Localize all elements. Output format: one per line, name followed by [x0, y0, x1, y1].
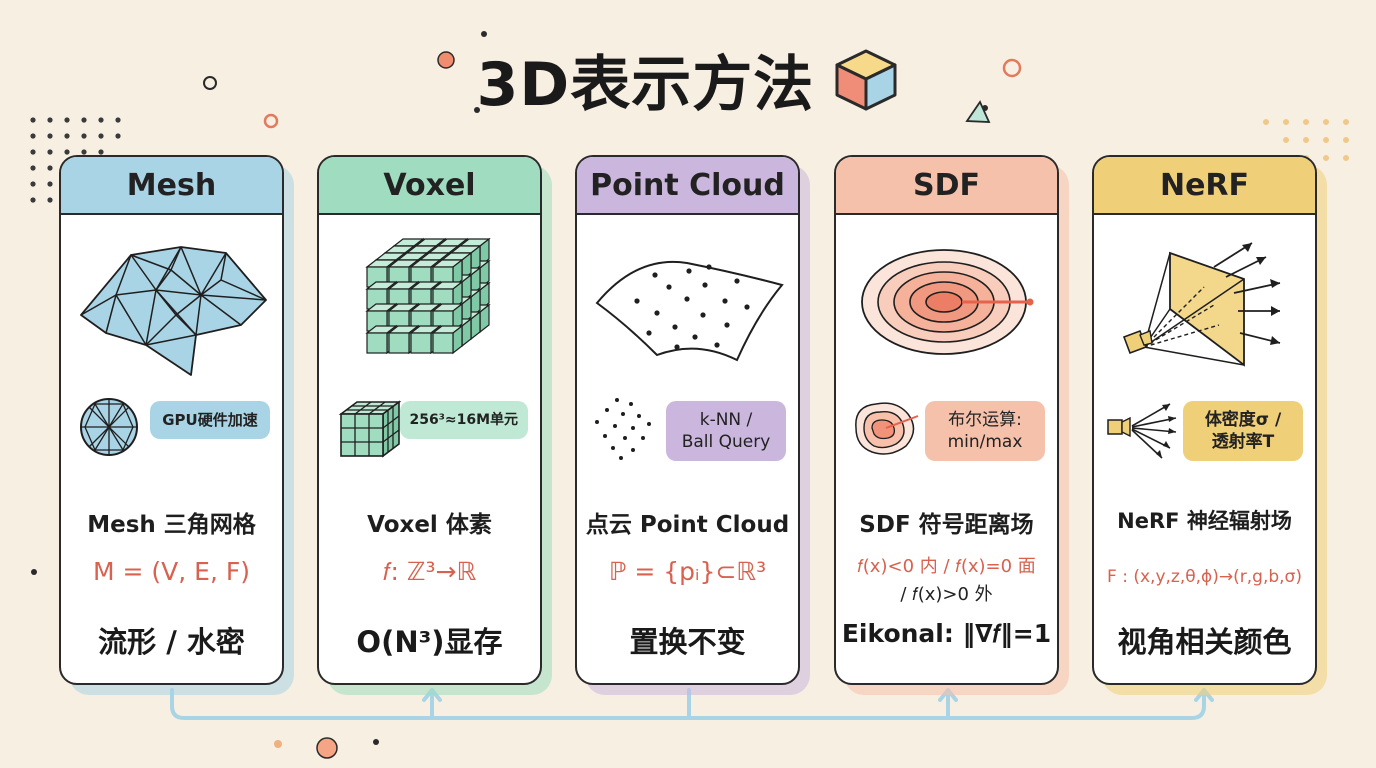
card-name: Mesh 三角网格 — [87, 512, 256, 538]
sdf-contour-icon — [861, 249, 1034, 355]
sdf-blob-icon — [855, 402, 919, 455]
formula-line: / 𝑓(x)>0 外 — [900, 584, 993, 605]
card-property: Eikonal: ‖∇𝑓‖=1 — [841, 619, 1052, 648]
deco-ring — [203, 76, 217, 90]
formula-line: 𝑓(x)<0 内 / 𝑓(x)=0 面 — [857, 556, 1036, 577]
voxel-grid-icon — [365, 237, 491, 355]
voxel-cube-icon — [338, 400, 402, 458]
page-title-row: 3D表示方法 — [0, 36, 1376, 123]
tag-label: 体密度σ / 透射率T — [1183, 401, 1303, 461]
card-body: Mesh GPU硬件加速 Mesh 三角网格 — [59, 155, 284, 685]
deco-dot — [373, 739, 379, 745]
card-formula: M = (V, E, F) — [93, 557, 250, 586]
card-name: 点云 Point Cloud — [585, 512, 790, 538]
card-header: SDF — [836, 157, 1057, 215]
point-cloud-surface-icon — [595, 260, 784, 362]
deco-dot — [31, 569, 37, 575]
tag-line: 体密度σ / — [1204, 410, 1282, 430]
nerf-frustum-icon — [1122, 242, 1281, 367]
deco-circle — [316, 737, 338, 759]
page-title: 3D表示方法 — [476, 50, 815, 120]
deco-dot — [474, 107, 480, 113]
deco-circle — [437, 51, 455, 69]
tag-line: k-NN / — [699, 410, 753, 430]
tag-label: GPU硬件加速 — [150, 401, 270, 439]
dot-grid-right — [1263, 119, 1349, 161]
mesh-surface-icon — [80, 246, 267, 376]
card-body: Point Cloud k-NN / Ball Query 点云 Point — [575, 155, 800, 685]
cube-icon — [835, 49, 897, 110]
deco-dot — [481, 31, 487, 37]
scattered-points-icon — [595, 398, 651, 460]
voxel-cube — [431, 302, 464, 333]
card-header: Voxel — [319, 157, 540, 215]
tag-line: min/max — [947, 432, 1023, 452]
deco-ring — [1002, 58, 1022, 78]
tag-label: 256³≈16M单元 — [399, 401, 528, 439]
card-formula: ℙ = {pᵢ}⊂ℝ³ — [608, 557, 767, 586]
card-property: 流形 / 水密 — [98, 625, 245, 659]
tag-line: 布尔运算: — [948, 410, 1022, 430]
card-sdf: SDF 布尔运算: min/max SDF 符号距离场 𝑓(x)<0 内 / 𝑓… — [834, 155, 1069, 695]
card-name: NeRF 神经辐射场 — [1117, 509, 1292, 533]
deco-ring — [263, 113, 279, 129]
card-formula: 𝑓: ℤ³→ℝ — [382, 557, 477, 586]
card-header: NeRF — [1094, 157, 1315, 215]
card-body: Voxel 256³≈16M单元 Voxel 体素 𝑓: ℤ³→ℝ O(N³)显… — [317, 155, 542, 685]
card-pointcloud: Point Cloud k-NN / Ball Query 点云 Point — [575, 155, 810, 695]
card-property: 置换不变 — [629, 625, 746, 659]
card-name: Voxel 体素 — [367, 512, 492, 538]
card-header: Point Cloud — [577, 157, 798, 215]
card-header: Mesh — [61, 157, 282, 215]
card-formula: 𝑓(x)<0 内 / 𝑓(x)=0 面 / 𝑓(x)>0 外 — [836, 553, 1057, 609]
voxel-cube — [431, 324, 464, 355]
tag-line: 透射率T — [1211, 432, 1275, 452]
tag-line: Ball Query — [681, 432, 771, 452]
card-body: NeRF — [1092, 155, 1317, 685]
tag-label: k-NN / Ball Query — [666, 401, 786, 461]
card-property: 视角相关颜色 — [1117, 625, 1292, 659]
card-nerf: NeRF — [1092, 155, 1327, 695]
card-voxel: Voxel 256³≈16M单元 Voxel 体素 𝑓: ℤ³→ℝ O(N³)显… — [317, 155, 552, 695]
tag-label: 布尔运算: min/max — [925, 401, 1045, 461]
deco-dot — [274, 740, 282, 748]
camera-rays-icon — [1107, 403, 1177, 459]
card-name: SDF 符号距离场 — [859, 512, 1034, 538]
card-mesh: Mesh GPU硬件加速 Mesh 三角网格 — [59, 155, 294, 695]
card-formula: F : (x,y,z,θ,ϕ)→(r,g,b,σ) — [1107, 567, 1302, 587]
deco-triangle — [965, 100, 991, 123]
mesh-sphere-icon — [80, 398, 138, 456]
card-body: SDF 布尔运算: min/max SDF 符号距离场 𝑓(x)<0 内 / 𝑓… — [834, 155, 1059, 685]
card-property: O(N³)显存 — [356, 625, 503, 659]
